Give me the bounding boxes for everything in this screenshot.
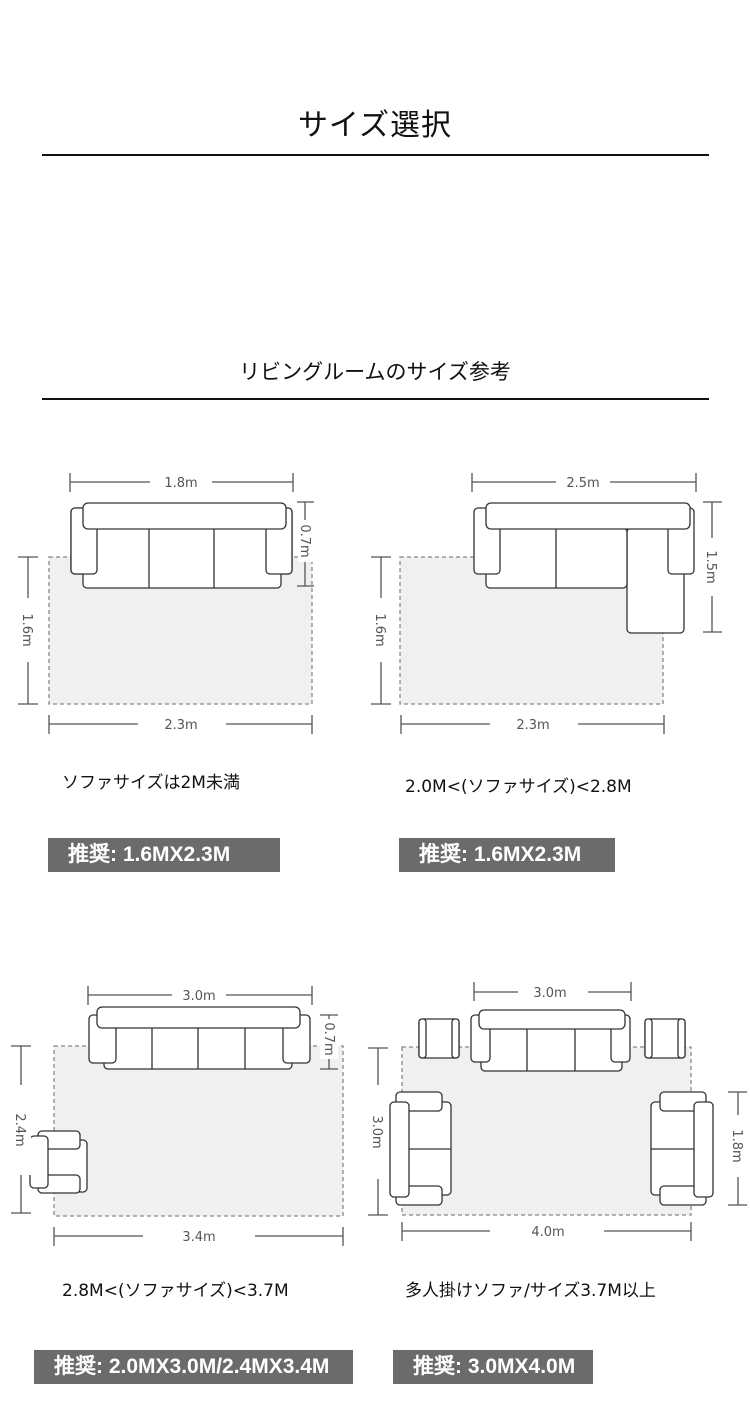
svg-text:2.3m: 2.3m: [164, 718, 197, 733]
svg-text:0.7m: 0.7m: [321, 1022, 336, 1055]
section-divider: [42, 398, 709, 400]
recommend-badge: 推奨: 1.6MX2.3M: [48, 838, 280, 872]
l-sofa-icon: [473, 502, 695, 634]
svg-text:3.0m: 3.0m: [533, 986, 566, 1001]
armchair-icon: [29, 1130, 88, 1194]
stool-left-icon: [418, 1018, 460, 1059]
title-divider: [42, 154, 709, 156]
svg-text:2.5m: 2.5m: [566, 476, 599, 491]
svg-text:3.4m: 3.4m: [182, 1230, 215, 1245]
condition-label: 2.0M<(ソファサイズ)<2.8M: [405, 777, 632, 797]
svg-text:0.7m: 0.7m: [297, 524, 312, 557]
condition-label: 多人掛けソファ/サイズ3.7M以上: [405, 1281, 656, 1301]
svg-text:1.6m: 1.6m: [19, 613, 34, 646]
center-sofa-icon: [470, 1009, 631, 1072]
recommend-badge: 推奨: 1.6MX2.3M: [399, 838, 615, 872]
svg-text:2.3m: 2.3m: [516, 718, 549, 733]
recommend-badge: 推奨: 3.0MX4.0M: [393, 1350, 593, 1384]
section-title: リビングルームのサイズ参考: [239, 360, 511, 384]
layout-diagram-l-sofa: 2.5m 1.5m 1.6m 2.3m: [371, 472, 722, 734]
sofa-icon: [70, 502, 293, 589]
svg-text:1.5m: 1.5m: [703, 550, 718, 583]
left-side-sofa-icon: [389, 1091, 452, 1206]
condition-label: ソファサイズは2M未満: [62, 773, 240, 793]
stool-right-icon: [644, 1018, 686, 1059]
svg-text:3.0m: 3.0m: [182, 989, 215, 1004]
svg-text:1.8m: 1.8m: [729, 1129, 744, 1162]
layout-diagram-multi-sofa: 3.0m 1.8m 3.0m 4.0: [368, 982, 748, 1241]
svg-text:1.6m: 1.6m: [372, 613, 387, 646]
page-title: サイズ選択: [297, 108, 453, 143]
sofa-icon: [88, 1006, 311, 1070]
recommend-badge: 推奨: 2.0MX3.0M/2.4MX3.4M: [34, 1350, 353, 1384]
svg-text:3.0m: 3.0m: [369, 1115, 384, 1148]
svg-text:4.0m: 4.0m: [531, 1225, 564, 1240]
layout-diagram-small-sofa: 1.8m 0.7m 1.6m 2.3m: [18, 472, 314, 734]
svg-text:2.4m: 2.4m: [12, 1113, 27, 1146]
layout-diagram-large-sofa: 3.0m 0.7m 2.4m 3.4m: [11, 985, 344, 1246]
sofa-width-label: 1.8m: [164, 476, 197, 491]
condition-label: 2.8M<(ソファサイズ)<3.7M: [62, 1281, 289, 1301]
right-side-sofa-icon: [650, 1091, 714, 1206]
